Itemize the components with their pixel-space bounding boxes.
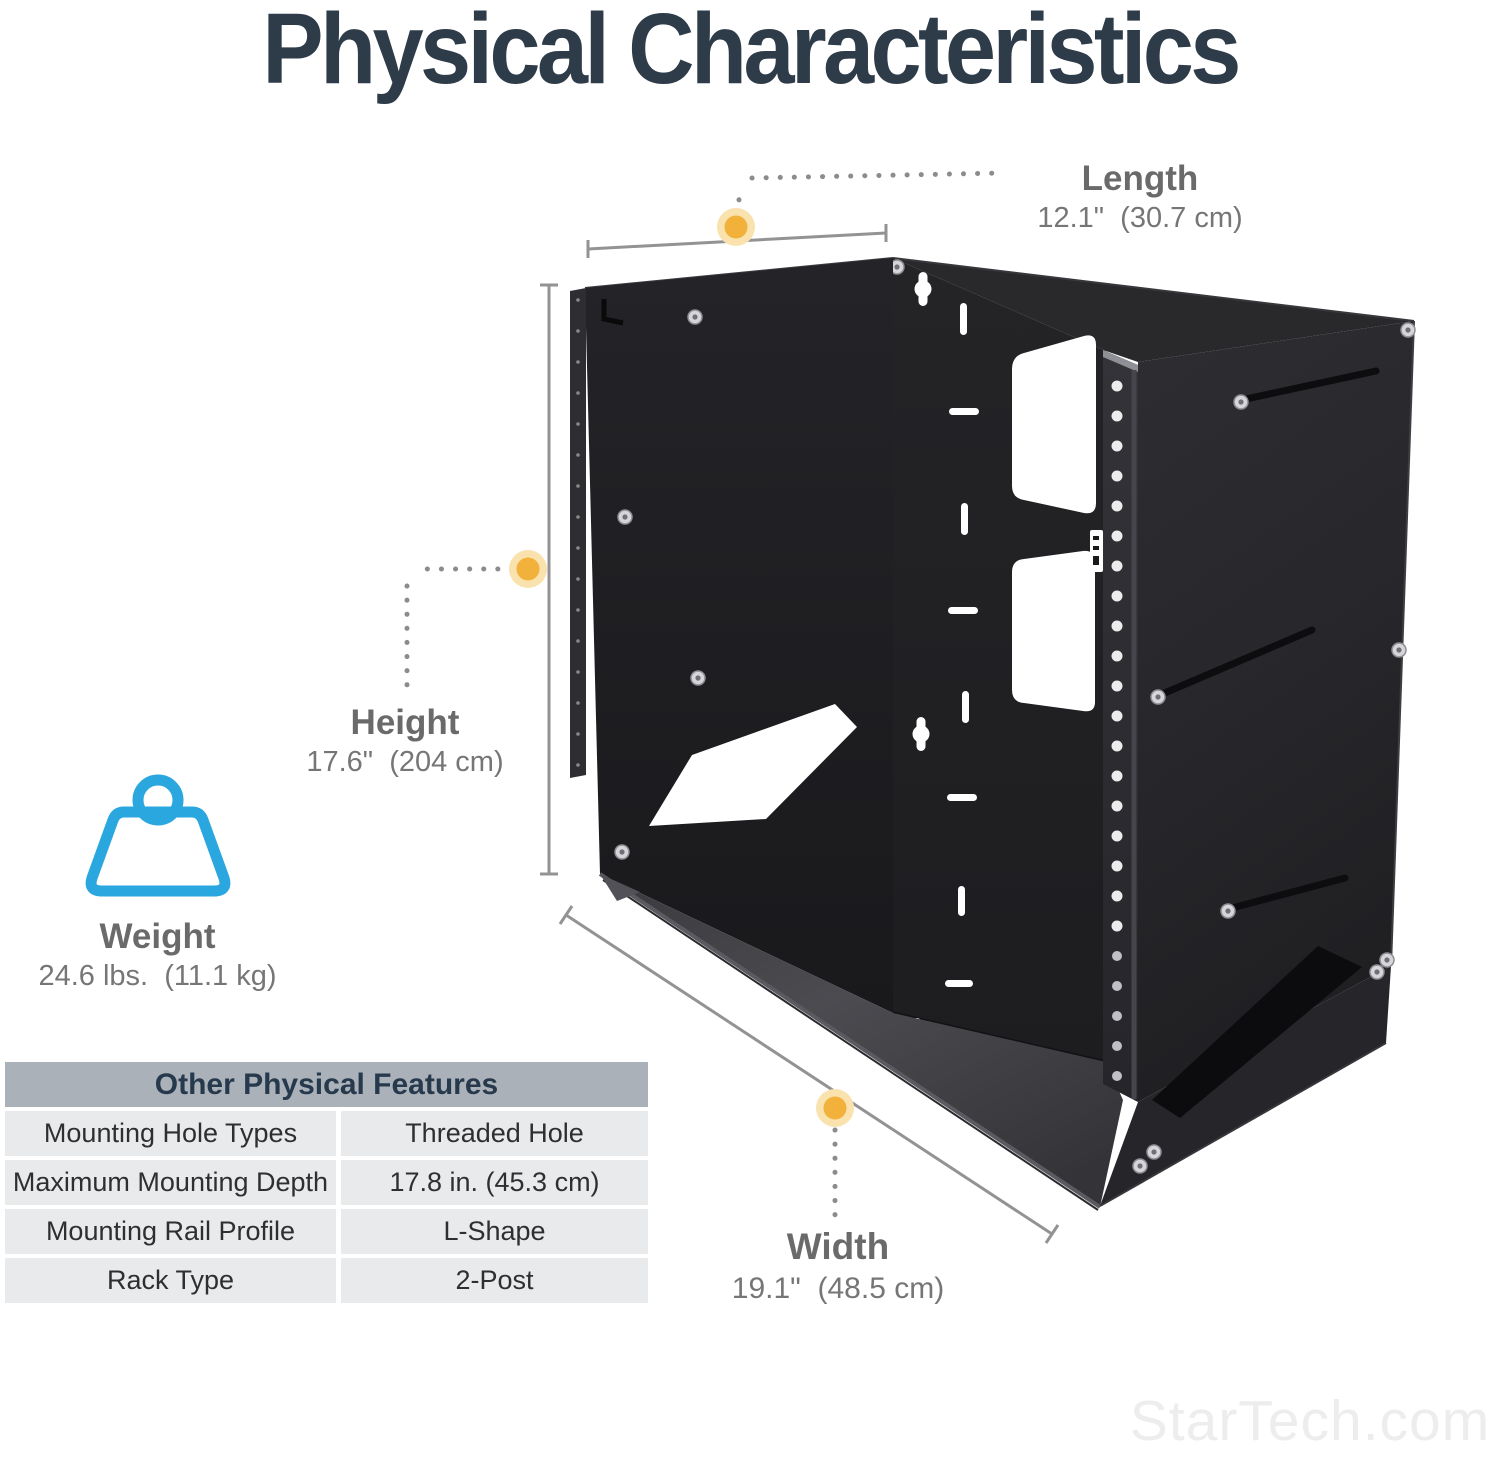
rack-wall-plate	[889, 258, 1107, 1064]
dotted-leader-lines	[404, 170, 1005, 1221]
length-value: 12.1" (30.7 cm)	[1037, 202, 1243, 234]
feature-name: Rack Type	[5, 1258, 336, 1303]
feature-name: Maximum Mounting Depth	[5, 1160, 336, 1205]
rack-front-rail	[1090, 350, 1138, 1102]
page-title: Physical Characteristics	[262, 0, 1241, 105]
length-marker	[717, 208, 755, 246]
feature-name: Mounting Rail Profile	[5, 1209, 336, 1254]
height-value: 17.6" (204 cm)	[306, 746, 504, 778]
rack-product-label	[1090, 530, 1103, 572]
table-row: Rack Type 2-Post	[5, 1258, 648, 1303]
rack-base-bracket	[1099, 946, 1395, 1207]
yellow-dot-markers	[509, 208, 854, 1127]
feature-name: Mounting Hole Types	[5, 1111, 336, 1156]
table-row: Mounting Rail Profile L-Shape	[5, 1209, 648, 1254]
rack-side-cutout	[649, 704, 857, 826]
length-label: Length	[1081, 159, 1199, 198]
width-value: 19.1" (48.5 cm)	[731, 1272, 945, 1305]
width-label: Width	[786, 1226, 890, 1267]
rack-window-cutout-bottom	[1012, 550, 1095, 712]
measurement-lines	[540, 224, 1060, 1244]
feature-value: L-Shape	[341, 1209, 648, 1254]
table-row: Mounting Hole Types Threaded Hole	[5, 1111, 648, 1156]
width-marker	[816, 1089, 854, 1127]
height-label: Height	[350, 703, 460, 742]
brand-watermark: StarTech.com	[1129, 1389, 1491, 1453]
features-table-header: Other Physical Features	[5, 1062, 648, 1107]
height-dimension-line	[540, 283, 558, 876]
weight-label: Weight	[99, 917, 216, 956]
rack-window-cutout-top	[1012, 335, 1096, 514]
feature-value: 17.8 in. (45.3 cm)	[341, 1160, 648, 1205]
rack-product	[570, 257, 1416, 1211]
rack-left-panel	[570, 258, 893, 1013]
rack-shelf	[598, 872, 1123, 1211]
table-row: Maximum Mounting Depth 17.8 in. (45.3 cm…	[5, 1160, 648, 1205]
weight-kettlebell-icon	[85, 774, 231, 897]
features-table: Other Physical Features Mounting Hole Ty…	[5, 1062, 648, 1303]
rack-right-panel	[1138, 320, 1416, 1102]
rack-top-interior	[893, 258, 1414, 362]
feature-value: 2-Post	[341, 1258, 648, 1303]
weight-value: 24.6 lbs. (11.1 kg)	[38, 960, 277, 992]
rack-base-cutout	[1152, 946, 1362, 1118]
height-marker	[509, 550, 547, 588]
width-dimension-line	[558, 905, 1060, 1244]
feature-value: Threaded Hole	[341, 1111, 648, 1156]
